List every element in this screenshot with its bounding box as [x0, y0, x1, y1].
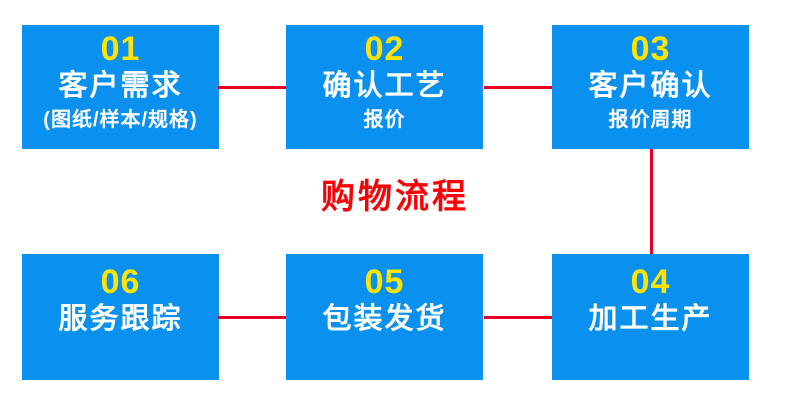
step-label: 服务跟踪 — [58, 303, 183, 335]
step-label: 确认工艺 — [322, 70, 447, 102]
step-box-03-customer-confirm: 03 客户确认 报价周期 — [552, 25, 749, 149]
step-sublabel: 报价周期 — [608, 109, 693, 131]
step-label: 包装发货 — [322, 303, 447, 335]
connector-line-03-04 — [650, 149, 653, 254]
connector-line-01-02 — [218, 86, 286, 89]
step-number: 04 — [630, 263, 671, 301]
step-box-02-confirm-process: 02 确认工艺 报价 — [286, 25, 483, 149]
step-box-01-customer-needs: 01 客户需求 (图纸/样本/规格) — [22, 25, 219, 149]
step-box-06-service-tracking: 06 服务跟踪 — [22, 254, 219, 380]
step-box-04-production: 04 加工生产 — [552, 254, 749, 380]
step-number: 05 — [364, 263, 405, 301]
step-number: 02 — [364, 30, 405, 68]
step-number: 01 — [100, 30, 141, 68]
step-label: 加工生产 — [588, 303, 713, 335]
step-label: 客户需求 — [58, 70, 183, 102]
connector-line-04-05 — [484, 316, 552, 319]
step-sublabel: (图纸/样本/规格) — [43, 109, 198, 131]
step-sublabel: 报价 — [363, 109, 406, 131]
step-number: 03 — [630, 30, 671, 68]
step-number: 06 — [100, 263, 141, 301]
step-box-05-packing-shipping: 05 包装发货 — [286, 254, 483, 380]
connector-line-02-03 — [484, 86, 552, 89]
connector-line-05-06 — [218, 316, 286, 319]
flow-title: 购物流程 — [321, 178, 469, 216]
step-label: 客户确认 — [588, 70, 713, 102]
